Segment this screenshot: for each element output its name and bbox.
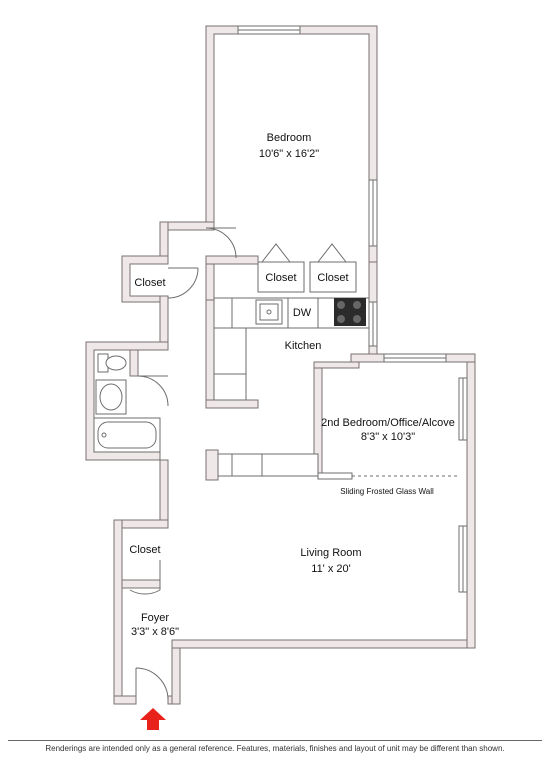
windows	[237, 25, 468, 593]
closet-bed-1-label: Closet	[265, 272, 296, 284]
disclaimer-text: Renderings are intended only as a genera…	[45, 744, 505, 753]
bathroom-fixtures	[93, 353, 161, 453]
bathtub-icon	[93, 417, 161, 453]
living-room-dims: 11' x 20'	[311, 563, 350, 575]
dishwasher-label: DW	[293, 307, 312, 319]
living-room-name: Living Room	[300, 547, 361, 559]
closet-foyer-label: Closet	[129, 544, 160, 556]
glass-wall-label: Sliding Frosted Glass Wall	[340, 487, 434, 496]
toilet-icon	[97, 353, 127, 373]
bedroom-name: Bedroom	[267, 132, 312, 144]
stove-icon	[334, 298, 366, 326]
foyer-dims: 3'3" x 8'6"	[131, 626, 179, 638]
entry-arrow-icon	[140, 708, 166, 730]
kitchen-fixtures	[213, 297, 370, 401]
closet-left-label: Closet	[134, 277, 165, 289]
bedroom-dims: 10'6" x 16'2"	[259, 148, 319, 160]
second-bedroom-name: 2nd Bedroom/Office/Alcove	[321, 417, 455, 429]
foyer-name: Foyer	[141, 612, 169, 624]
sink-icon	[255, 299, 283, 325]
closet-bed-2-label: Closet	[317, 272, 348, 284]
kitchen-label: Kitchen	[285, 340, 322, 352]
divider	[8, 740, 542, 741]
second-bedroom-dims: 8'3" x 10'3"	[361, 431, 415, 443]
doors	[129, 227, 347, 701]
bedroom-closets	[257, 261, 357, 293]
walls	[85, 25, 476, 705]
alcove-partition	[217, 453, 459, 480]
floor-plan: Bedroom 10'6" x 16'2" Closet Closet Clos…	[85, 25, 476, 730]
